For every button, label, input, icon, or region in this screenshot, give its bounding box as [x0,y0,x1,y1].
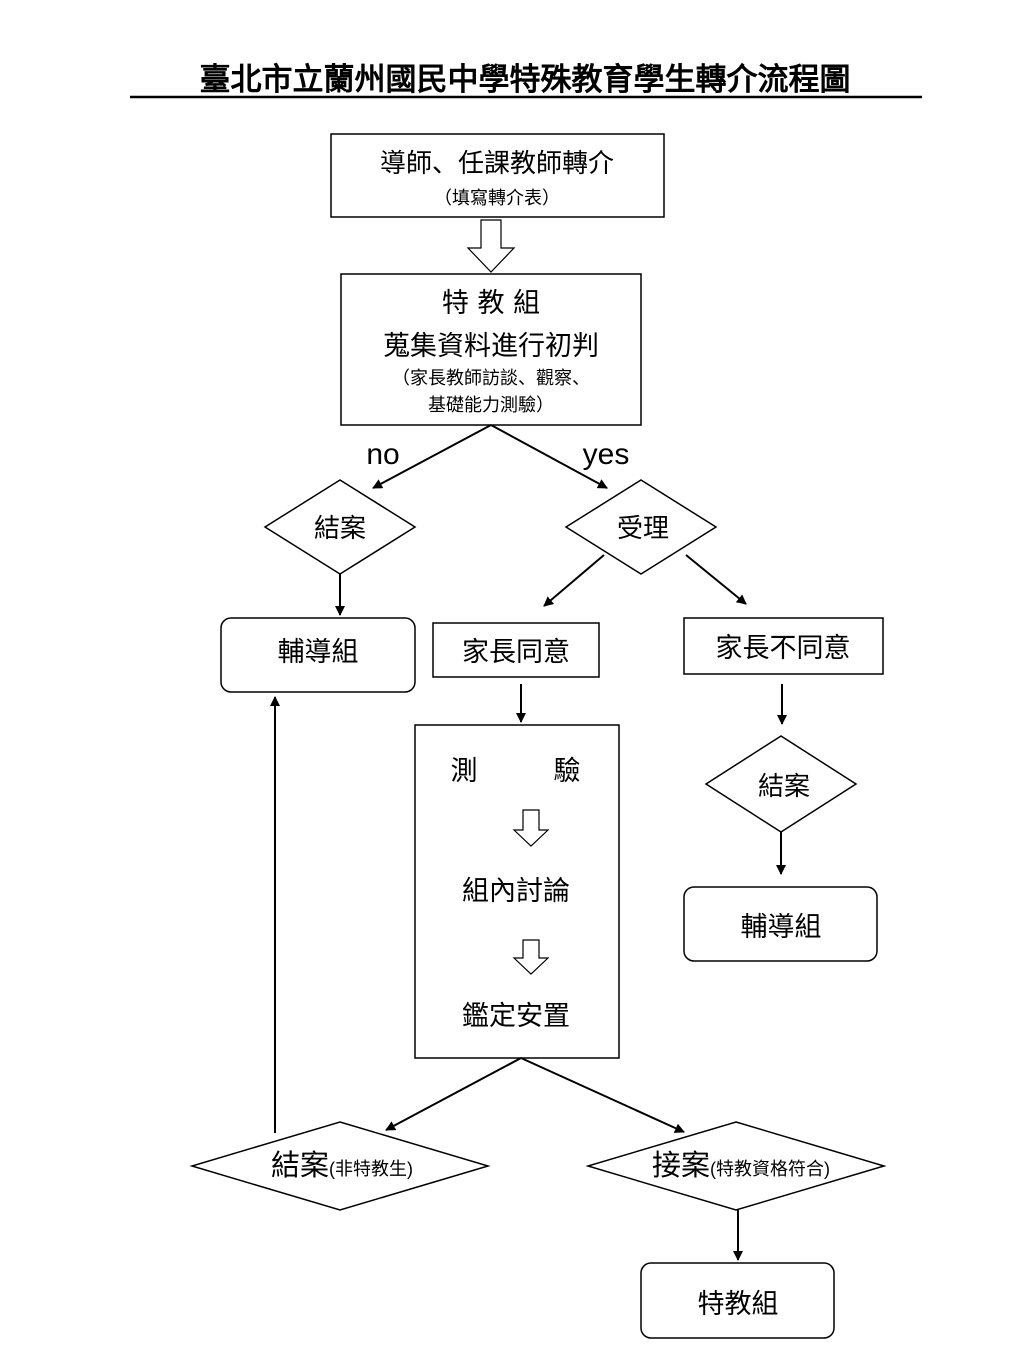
edge-label-yes: yes [583,438,630,471]
test-label-char-1: 測 [451,756,478,787]
close-right-label: 結案 [758,772,810,802]
accept-label: 受理 [617,514,669,544]
counseling-right-box [683,886,878,962]
test-process-box [414,724,620,1059]
counseling-left-box [220,617,416,693]
special-ed-team-box [640,1262,835,1339]
close-final-main: 結案 [271,1148,329,1182]
test-label-char-2: 驗 [554,756,581,787]
close-final-label: 結案(非特教生) [271,1148,413,1182]
parent-agree-box [432,622,600,678]
edge-label-no: no [366,438,399,471]
placement-label: 鑑定安置 [462,1001,570,1032]
hollow-down-arrow [466,219,516,273]
close-final-note: (非特教生) [329,1159,413,1179]
hollow-down-arrow [512,939,550,975]
counseling-right-label: 輔導組 [741,912,822,943]
edge-test-to-take-case [520,1057,685,1133]
close-left-label: 結案 [314,514,366,544]
edge-test-to-close-final [385,1057,522,1131]
parent-agree-label: 家長同意 [462,637,570,668]
screening-task-label: 蒐集資料進行初判 [383,331,599,362]
screening-team-label: 特 教 組 [442,288,540,319]
take-case-label: 接案(特教資格符合) [652,1148,830,1182]
referral-label: 導師、任課教師轉介 [380,149,614,179]
screening-note-2: 基礎能力測驗） [428,395,554,416]
hollow-down-arrow [512,809,550,847]
edge-accept-to-disagree [685,554,747,605]
referral-note: （填寫轉介表） [434,188,560,209]
edge-yes [490,424,608,489]
edge-no [372,424,492,489]
parent-disagree-label: 家長不同意 [716,633,851,664]
referral-box [330,133,665,218]
take-case-diamond [585,1121,887,1211]
parent-disagree-box [683,617,884,675]
edge-accept-to-agree [543,554,605,607]
page-title: 臺北市立蘭州國民中學特殊教育學生轉介流程圖 [200,62,851,98]
special-ed-team-label: 特教組 [698,1289,779,1320]
take-case-note: (特教資格符合) [710,1159,830,1179]
accept-diamond [564,479,718,575]
close-final-diamond [189,1121,491,1211]
screening-box [340,273,642,426]
screening-note-1: （家長教師訪談、觀察、 [392,368,590,389]
group-discussion-label: 組內討論 [462,876,570,907]
counseling-left-label: 輔導組 [278,637,359,668]
take-case-main: 接案 [652,1148,710,1182]
